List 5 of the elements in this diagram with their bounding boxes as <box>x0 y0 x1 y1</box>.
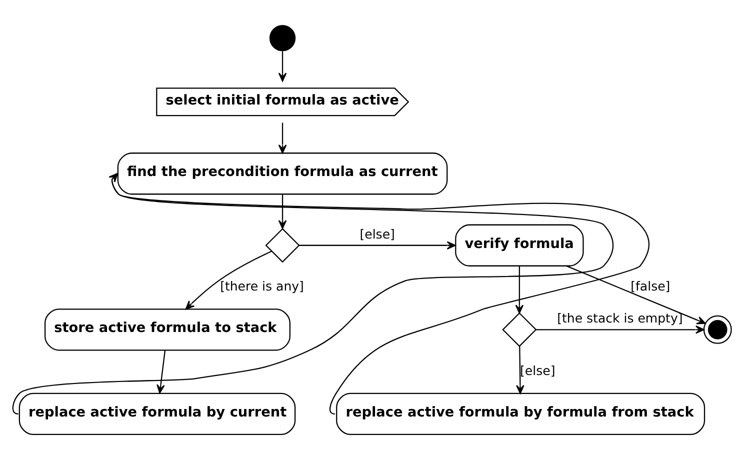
edge-label: [else] <box>360 226 395 242</box>
edge-label: [false] <box>630 278 670 294</box>
edge-label: [else] <box>520 362 556 378</box>
edge-label: [the stack is empty] <box>557 310 683 326</box>
edge-label: [there is any] <box>220 278 304 294</box>
